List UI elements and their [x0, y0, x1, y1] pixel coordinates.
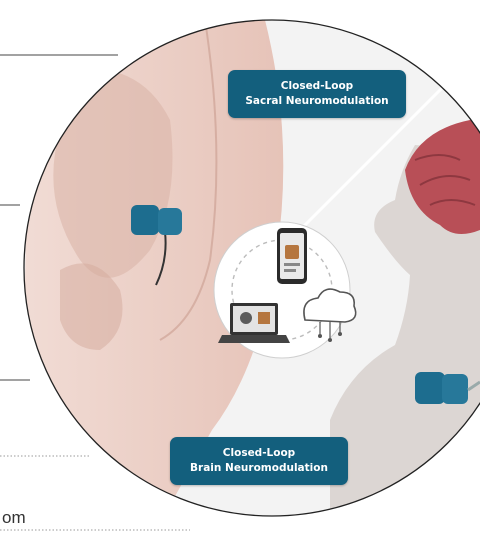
- chest-device-left: [415, 372, 445, 404]
- sacral-label: Closed-Loop Sacral Neuromodulation: [228, 70, 406, 118]
- brain-label-line2: Brain Neuromodulation: [170, 461, 348, 476]
- sacral-label-line1: Closed-Loop: [228, 79, 406, 94]
- smartphone-icon: [277, 228, 307, 284]
- sacral-device-right: [158, 208, 182, 235]
- brain-label-line1: Closed-Loop: [170, 446, 348, 461]
- brain-label: Closed-Loop Brain Neuromodulation: [170, 437, 348, 485]
- sacral-label-line2: Sacral Neuromodulation: [228, 94, 406, 109]
- sacral-device-left: [131, 205, 159, 235]
- chest-device-right: [442, 374, 468, 404]
- cropped-side-text: om: [2, 508, 26, 528]
